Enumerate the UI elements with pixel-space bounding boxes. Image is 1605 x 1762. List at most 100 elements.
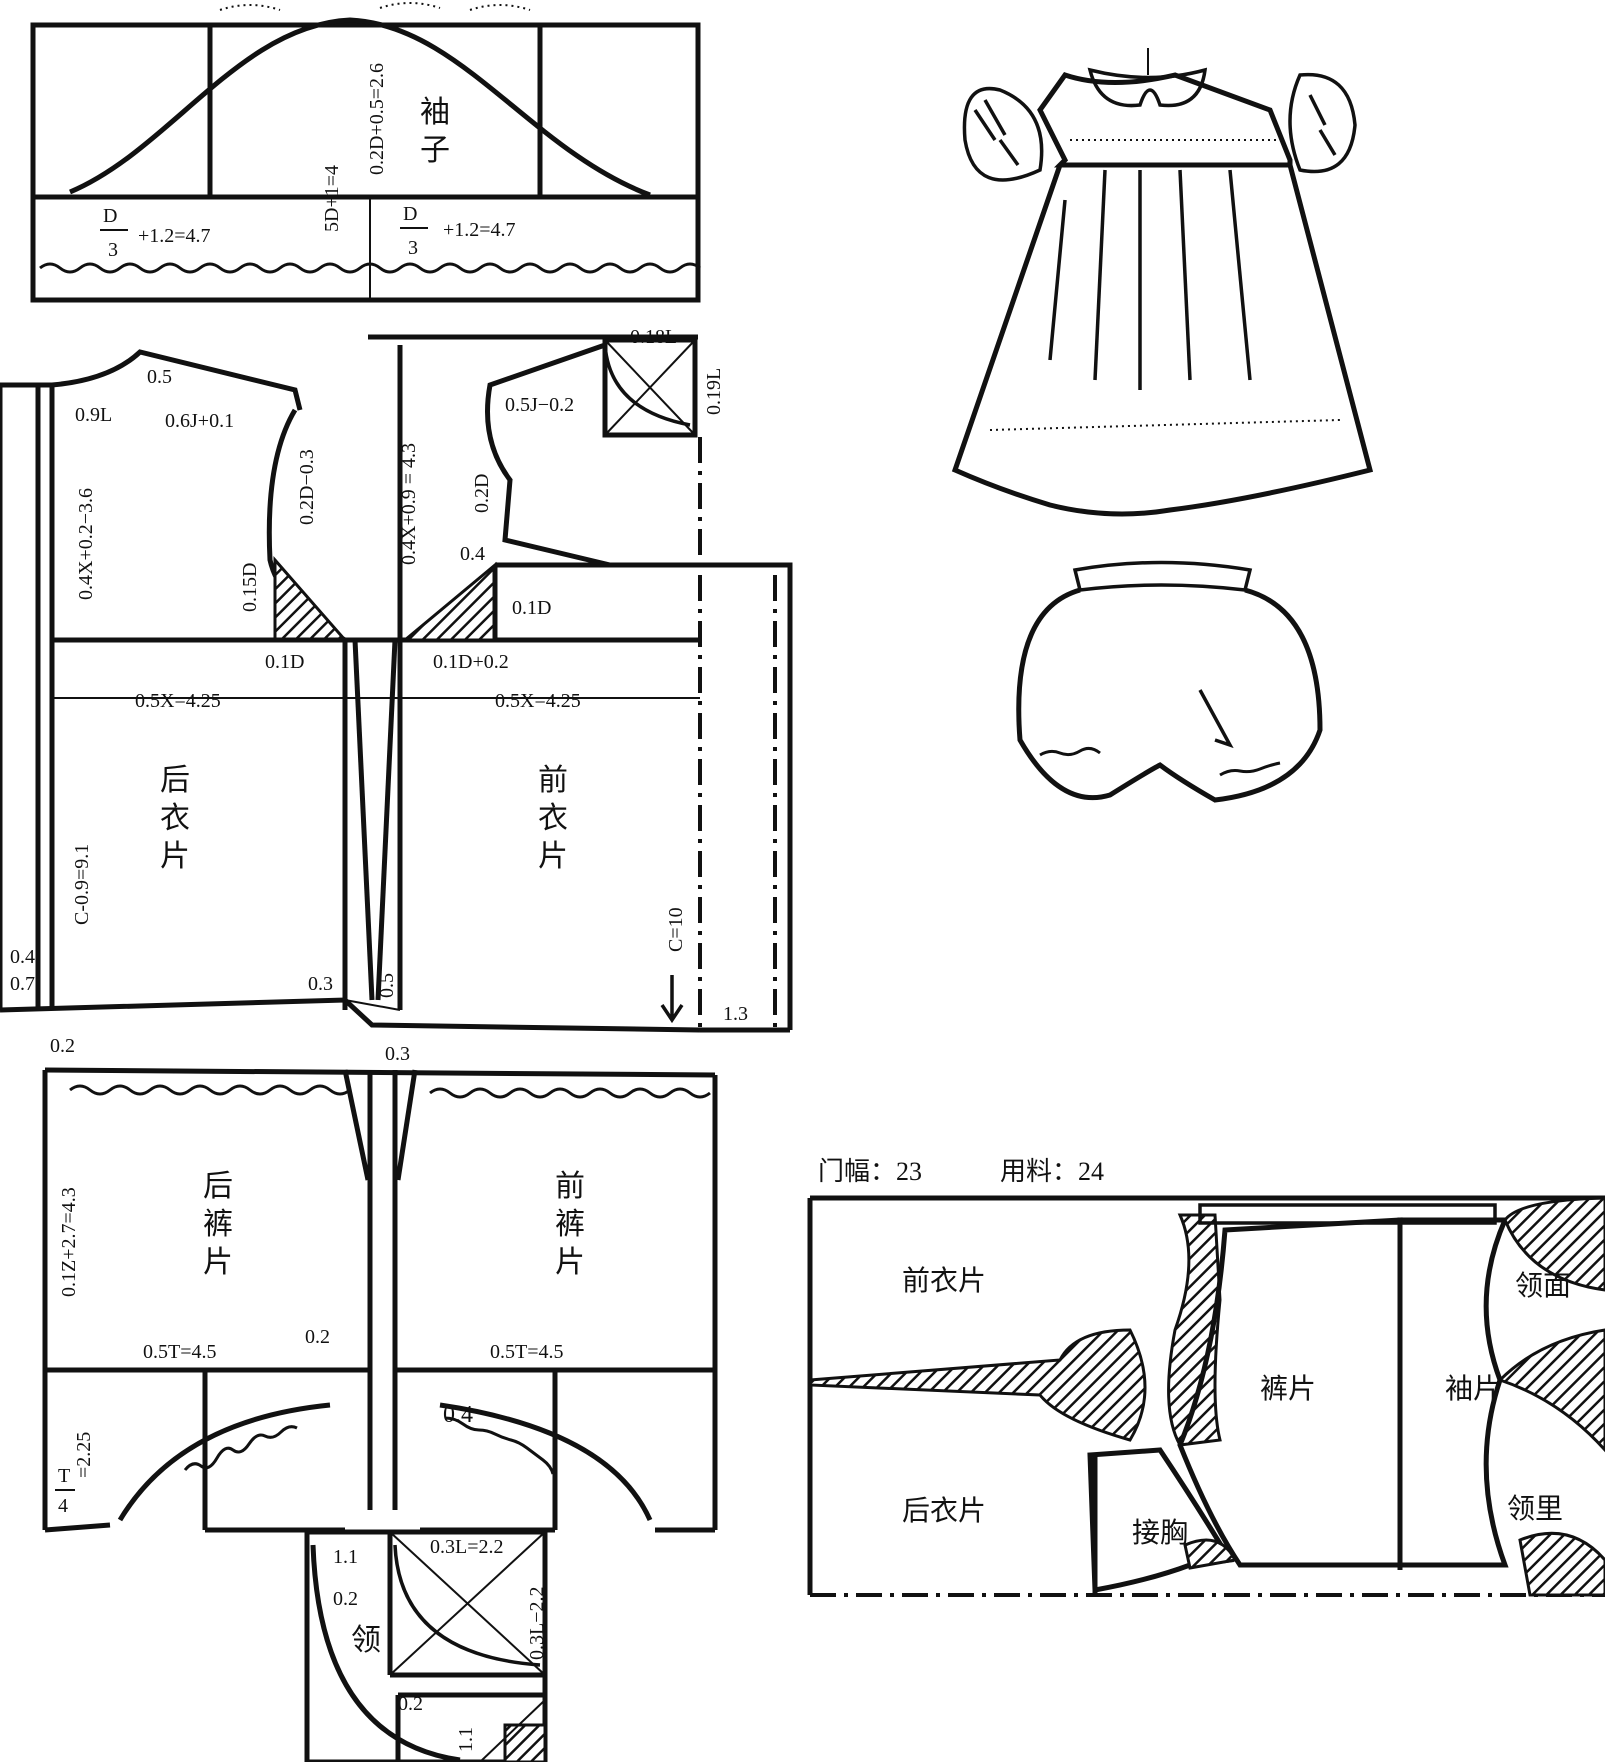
back-shoulder-label: 0.5 (147, 366, 172, 388)
sleeve-frac-den-left: 3 (108, 239, 118, 261)
dress-bodice (1037, 72, 1293, 168)
front-pants-title-2: 裤 (555, 1208, 585, 1241)
cutting-layout: 门幅：23 用料：24 前衣片 后衣片 裤片 袖片 接胸 领面 领里 (807, 1157, 1605, 1597)
fabric-label: 用料：24 (1000, 1157, 1104, 1186)
back-bodice-title-2: 衣 (160, 802, 190, 835)
layout-front-bodice: 前衣片 (902, 1265, 986, 1297)
sleeve-cap-curve (69, 17, 651, 198)
sleeve-cap-height: 0.2D+0.5=2.6 (366, 63, 388, 175)
front-pants-title-1: 前 (555, 1170, 585, 1203)
collar-a-label: 1.1 (333, 1546, 358, 1568)
sleeve-frac-num-left: D (103, 205, 117, 227)
front-hem-right-label: 1.3 (723, 1003, 748, 1025)
collar-frame (304, 1529, 548, 1762)
front-crotch-label: 0.4 (443, 1402, 473, 1428)
front-bodice-title-2: 衣 (538, 802, 568, 835)
layout-collar-top-label: 领面 (1515, 1270, 1571, 1302)
bodice-draft: 0.5 0.9L 0.6J+0.1 0.4X+0.2−3.6 0.2D−0.3 … (0, 326, 793, 1065)
sleeve-frame (30, 22, 701, 303)
sleeve-left-width: +1.2=4.7 (138, 225, 211, 247)
arrow-down-icon (660, 975, 684, 1024)
layout-sleeve-label: 袖片 (1445, 1373, 1501, 1405)
puff-sleeve-right (1288, 72, 1357, 174)
back-pants-title-3: 片 (203, 1246, 233, 1279)
back-neck-width-label: 0.9L (75, 404, 112, 426)
sleeve-title-2: 子 (420, 134, 450, 167)
back-crotch-label: 0.2 (305, 1326, 330, 1348)
sleeve-length: 5D+1=4 (321, 165, 343, 232)
bloomers-illustration (1016, 560, 1323, 803)
back-depth-label: 0.4X+0.2−3.6 (75, 488, 97, 600)
hem-mid-label: 0.3 (385, 1043, 410, 1065)
hem-left-label: 0.2 (50, 1035, 75, 1057)
pants-frac-num: T (58, 1465, 70, 1487)
front-ext-label: 0.1D+0.2 (433, 651, 509, 673)
back-shoulder-drop-label: 0.6J+0.1 (165, 410, 234, 432)
collar-f-label: 1.1 (455, 1727, 477, 1752)
collar-title: 领 (351, 1624, 381, 1657)
front-pants-waist-elastic (429, 1087, 711, 1099)
front-neck-depth-label: 0.19L (703, 368, 725, 415)
collar-d-label: 0.3L−2.2 (526, 1587, 548, 1661)
front-hem-mid-label: 0.5 (376, 973, 398, 998)
collar-outer-curve (310, 1544, 461, 1762)
front-length-label: C=10 (665, 907, 687, 952)
sleeve-frac-num-right: D (403, 203, 417, 225)
back-armhole-gap-label: 0.15D (239, 563, 261, 612)
front-bodice-title-1: 前 (538, 764, 568, 797)
bodice-hem (0, 997, 701, 1033)
dress-skirt (951, 164, 1374, 517)
layout-armhole-waste (808, 1328, 1147, 1442)
sleeve-frac-den-right: 3 (408, 237, 418, 259)
bloomers-waistband (1072, 560, 1253, 592)
back-bodice-title-1: 后 (160, 764, 190, 797)
dress-illustration (951, 48, 1374, 517)
back-hip-label: 0.5T=4.5 (143, 1341, 217, 1363)
front-hip-label: 0.5T=4.5 (490, 1341, 564, 1363)
collar-e-label: 0.2 (398, 1693, 423, 1715)
back-neck-shoulder (51, 349, 303, 411)
front-crotch-curve (439, 1402, 653, 1522)
armhole-depth-label: 0.4X+0.9 = 4.3 (398, 443, 420, 565)
bloomers-body (1016, 587, 1323, 803)
front-point-label: 0.4 (460, 543, 485, 565)
back-bodice-title-3: 片 (160, 840, 190, 873)
back-pants-waist-elastic (69, 1084, 351, 1096)
front-chest-label: 0.5X=4.25 (495, 690, 581, 712)
back-pants-title-2: 裤 (203, 1208, 233, 1241)
front-yoke-label: 0.1D (512, 597, 551, 619)
puff-sleeve-left (962, 86, 1044, 182)
back-length-label: C-0.9=9.1 (71, 844, 93, 925)
sleeve-draft: 袖 子 0.2D+0.5=2.6 5D+1=4 D 3 +1.2=4.7 D 3… (30, 2, 701, 303)
back-pants-title-1: 后 (203, 1170, 233, 1203)
peter-pan-collar (1087, 67, 1208, 108)
sleeve-title-1: 袖 (420, 96, 450, 129)
front-armhole-label: 0.2D (471, 474, 493, 513)
pants-rise-label: 0.1Z+2.7=4.3 (58, 1187, 80, 1297)
layout-pants-label: 裤片 (1260, 1373, 1316, 1405)
pants-draft: 后 裤 片 前 裤 片 0.1Z+2.7=4.3 0.5T=4.5 0.5T=4… (42, 1067, 718, 1533)
back-hem-c-label: 0.3 (308, 973, 333, 995)
sleeve-hem-elastic (39, 262, 701, 274)
sleeve-right-width: +1.2=4.7 (443, 219, 516, 241)
front-neck-box (602, 337, 698, 438)
layout-back-bodice: 后衣片 (902, 1495, 986, 1527)
front-neck-width-label: 0.18L (630, 326, 677, 348)
front-shoulder-armhole (485, 342, 611, 568)
collar-b-label: 0.2 (333, 1588, 358, 1610)
back-crotch-curve (117, 1402, 331, 1522)
door-width-label: 门幅：23 (818, 1157, 922, 1186)
back-ext-label: 0.1D (265, 651, 304, 673)
front-pants-title-3: 片 (555, 1246, 585, 1279)
layout-yoke-label: 接胸 (1132, 1517, 1188, 1549)
layout-collar-under-label: 领里 (1507, 1493, 1563, 1525)
back-hem-a-label: 0.4 (10, 946, 35, 968)
front-shoulder-label: 0.5J−0.2 (505, 394, 574, 416)
collar-draft: 1.1 0.2 领 0.3L=2.2 0.3L−2.2 0.2 1.1 (304, 1529, 548, 1762)
back-hem-b-label: 0.7 (10, 973, 35, 995)
back-armhole-label: 0.2D−0.3 (296, 449, 318, 525)
front-bodice-title-3: 片 (538, 840, 568, 873)
crotch-ext-label: =2.25 (73, 1432, 95, 1478)
collar-c-label: 0.3L=2.2 (430, 1536, 504, 1558)
